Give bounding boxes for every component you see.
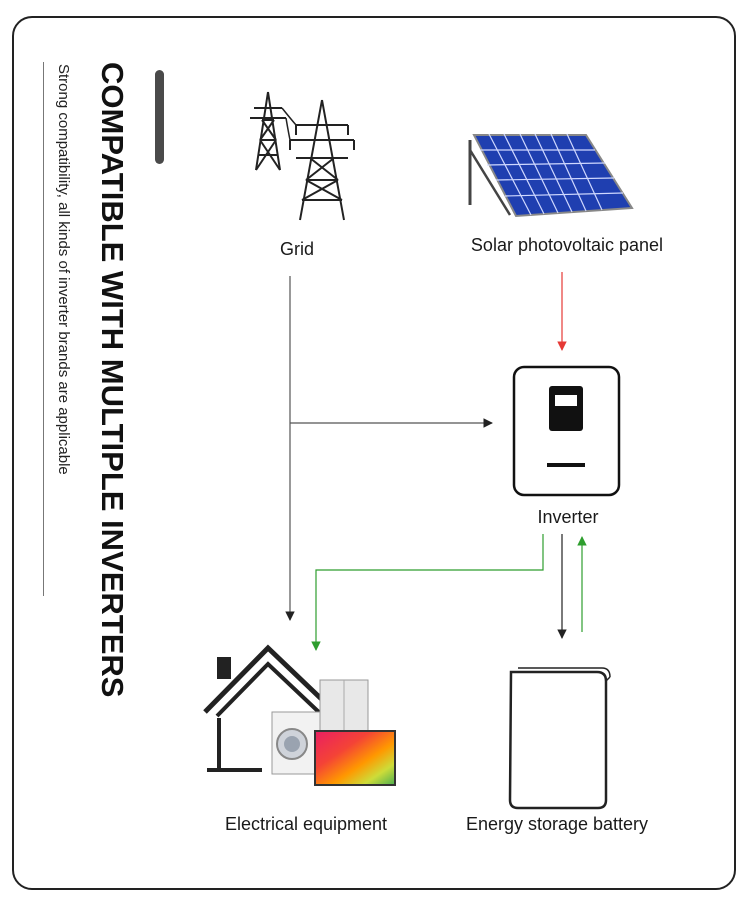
solar-panel-icon	[468, 133, 634, 218]
subtitle-divider	[43, 62, 44, 596]
page-subtitle: Strong compatibility, all kinds of inver…	[55, 64, 72, 475]
solar-label: Solar photovoltaic panel	[470, 235, 664, 255]
power-tower-icon	[250, 91, 355, 221]
inverter-icon	[512, 365, 621, 497]
grid-label: Grid	[279, 239, 315, 259]
page-title: COMPATIBLE WITH MULTIPLE INVERTERS	[95, 62, 130, 698]
inverter-label: Inverter	[537, 507, 599, 527]
equipment-label: Electrical equipment	[224, 814, 388, 834]
house-appliances-icon	[203, 644, 396, 786]
battery-icon	[508, 667, 611, 810]
accent-bar	[155, 70, 164, 164]
inverter-to-equipment-line	[311, 534, 544, 651]
battery-label: Energy storage battery	[465, 814, 649, 834]
frame	[12, 16, 736, 890]
